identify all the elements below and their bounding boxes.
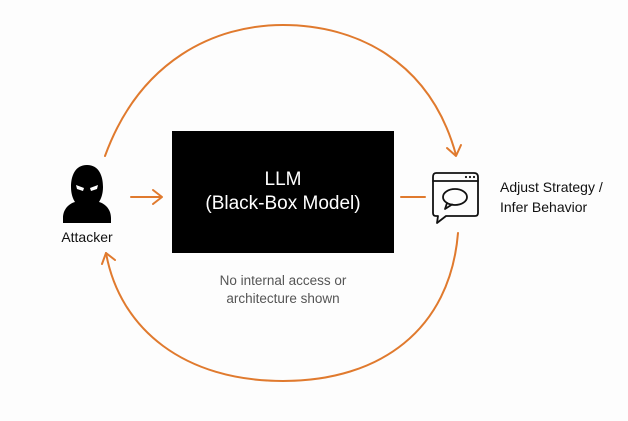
bottom-arc-arrowhead [101,252,116,265]
chat-window-icon [432,172,479,224]
llm-black-box: LLM (Black-Box Model) [172,131,394,253]
top-arc-arrowhead [446,144,462,157]
top-arc-arrow [104,24,457,157]
response-label: Adjust Strategy / Infer Behavior [500,177,603,217]
caption-line-1: No internal access or [219,273,347,288]
attacker-to-llm-arrowhead [152,189,163,205]
response-line-1: Adjust Strategy / [500,179,603,195]
llm-subtitle: (Black-Box Model) [205,193,361,214]
llm-title: LLM [264,169,302,190]
llm-caption: No internal access or architecture shown [172,272,394,308]
response-line-2: Infer Behavior [500,199,588,215]
bottom-arc-arrow [105,232,459,382]
caption-line-2: architecture shown [226,291,340,306]
hooded-attacker-icon [63,165,111,223]
attacker-label: Attacker [61,229,113,245]
